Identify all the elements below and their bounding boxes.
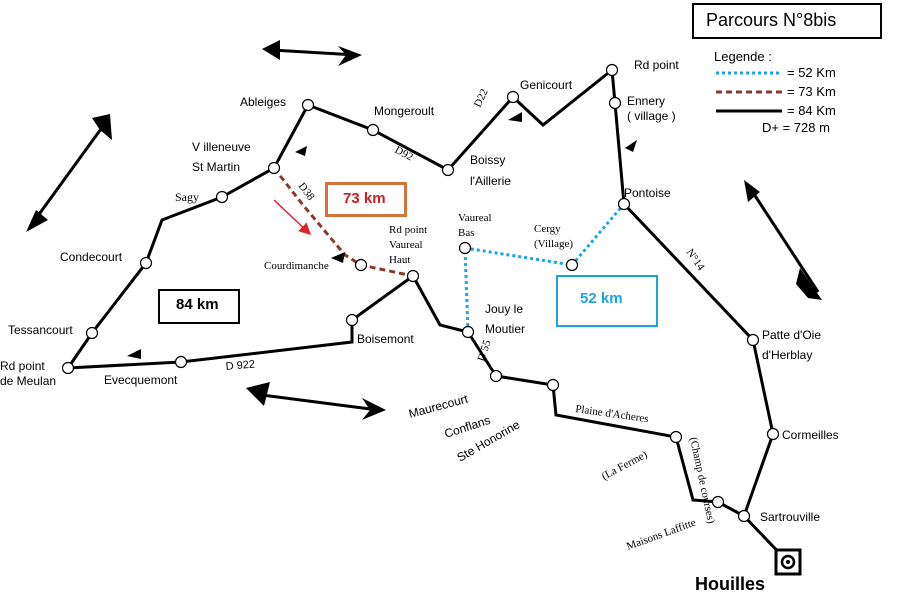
route-nodes (61, 63, 780, 523)
label-genicourt: Genicourt (520, 78, 573, 92)
label-vaureal-haut-2: Vaureal (389, 239, 423, 251)
direction-triangles (127, 112, 637, 359)
direction-arrow-bottom (246, 382, 386, 420)
node-patte-oie (746, 333, 760, 347)
label-ennery: Ennery (627, 94, 666, 108)
label-vaureal-bas-2: Bas (458, 227, 475, 239)
label-evecquemont: Evecquemont (104, 373, 178, 387)
label-jouy: Jouy le (485, 302, 524, 316)
node-jouy (461, 325, 475, 339)
node-genicourt (506, 90, 520, 104)
node-cergy (565, 258, 579, 272)
direction-arrow-top (262, 40, 362, 66)
label-boissy: Boissy (470, 153, 506, 167)
label-boisemont: Boisemont (357, 332, 414, 346)
label-vaureal-bas: Vaureal (458, 212, 492, 224)
node-meulan (61, 361, 75, 375)
legend-samples (716, 71, 782, 113)
road-d22: D22 (472, 87, 491, 109)
node-ableiges (301, 98, 315, 112)
label-cergy-2: (Village) (534, 238, 574, 250)
label-cergy: Cergy (534, 223, 561, 235)
direction-arrow-right (744, 180, 822, 300)
label-maisons-laffitte: Maisons Laffitte (625, 517, 698, 553)
legend-item-52: = 52 Km (787, 65, 836, 80)
node-plaine (669, 430, 683, 444)
node-tessancourt (85, 326, 99, 340)
label-houilles: Houilles (695, 574, 766, 594)
label-rd-point-north: Rd point (634, 58, 679, 72)
node-ennery (608, 96, 622, 110)
label-rd-point-meulan-2: de Meulan (0, 374, 57, 388)
direction-arrow-left (26, 114, 112, 232)
label-rd-point-meulan: Rd point (0, 359, 45, 373)
node-mongeroult (366, 123, 380, 137)
road-d55: D 55 (475, 338, 493, 363)
node-villeneuve (267, 161, 281, 175)
distance-box-73 (325, 182, 407, 217)
node-maurecourt (546, 378, 560, 392)
node-d55 (489, 369, 503, 383)
node-courdimanche (354, 258, 368, 272)
label-vaureal-haut-3: Haut (389, 254, 411, 266)
node-condecourt (139, 256, 153, 270)
distance-label-52: 52 km (580, 290, 623, 307)
label-mongeroult: Mongeroult (374, 104, 435, 118)
distance-box-84 (158, 289, 240, 324)
distance-label-73: 73 km (343, 190, 386, 207)
label-tessancourt: Tessancourt (8, 323, 73, 337)
label-ableiges: Ableiges (240, 95, 287, 109)
label-jouy-2: Moutier (485, 322, 526, 336)
label-cormeilles: Cormeilles (782, 428, 839, 442)
legend-title: Legende : (714, 49, 772, 64)
label-patte-oie-2: d'Herblay (762, 348, 813, 362)
legend-elevation: D+ = 728 m (762, 120, 830, 135)
label-courdimanche: Courdimanche (264, 260, 329, 272)
label-la-ferme: (La Ferme) (600, 449, 650, 483)
node-boisemont (345, 313, 359, 327)
label-sagy: Sagy (175, 190, 199, 204)
road-d92: D92 (393, 144, 415, 163)
start-finish-icon (774, 548, 802, 576)
label-sartrouville: Sartrouville (760, 510, 821, 524)
label-condecourt: Condecourt (60, 250, 123, 264)
node-vaureal-haut (406, 269, 420, 283)
node-pontoise (617, 197, 631, 211)
label-vaureal-haut: Rd point (389, 224, 428, 236)
route-52km (463, 203, 626, 333)
distance-box-52 (556, 275, 658, 327)
node-evecquemont (174, 355, 188, 369)
node-boissy (441, 163, 455, 177)
route-73km (272, 167, 414, 278)
label-pontoise: Pontoise (624, 186, 671, 200)
label-champ-courses: (Champ de courses) (687, 436, 717, 525)
legend-item-73: = 73 Km (787, 84, 836, 99)
label-villeneuve-2: St Martin (192, 160, 241, 174)
label-patte-oie: Patte d'Oie (762, 328, 821, 342)
node-maisons (711, 495, 725, 509)
red-direction-arrow (273, 199, 312, 236)
node-sagy (215, 190, 229, 204)
label-ennery-2: ( village ) (627, 109, 676, 123)
label-boissy-2: l'Aillerie (470, 174, 511, 188)
page-title: Parcours N°8bis (706, 10, 837, 30)
label-maurecourt: Maurecourt (407, 391, 470, 420)
node-vaureal-bas (458, 241, 472, 255)
node-cormeilles (766, 427, 780, 441)
node-rd-point-north (605, 63, 619, 77)
title-box (692, 3, 882, 39)
legend-item-84: = 84 Km (787, 103, 836, 118)
road-d922: D 922 (225, 358, 255, 373)
distance-label-84: 84 km (176, 296, 219, 313)
node-sartrouville (737, 509, 751, 523)
label-villeneuve: V illeneuve (192, 140, 251, 154)
